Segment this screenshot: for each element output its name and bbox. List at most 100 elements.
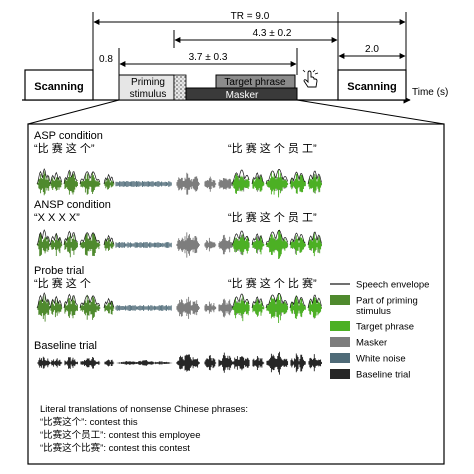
masker-waveform [176,296,200,319]
priming-waveform [37,294,51,322]
white-noise-segment [173,74,187,101]
pointing-hand-icon [302,69,319,88]
speech-envelope-line [231,169,250,185]
priming-label-line2: stimulus [130,89,167,100]
target-text: “比 赛 这 个 员 工” [228,141,317,155]
target-waveform [290,295,306,319]
priming-waveform [50,177,63,191]
speech-envelope-line [307,170,322,185]
condition-title: ASP condition [34,130,103,142]
speech-envelope-line [307,294,322,309]
speech-envelope-line [103,234,115,246]
speech-envelope-line [289,171,306,185]
speech-envelope-line [251,233,264,246]
translation-line: “比赛这个员工”: contest this employee [40,429,201,441]
baseline-waveform [104,359,115,367]
translations-block: Literal translations of nonsense Chinese… [40,404,248,454]
speech-envelope-line [49,232,63,246]
masker-waveform [204,176,217,192]
legend-label: Masker [356,338,387,349]
translation-line: “比赛这个”: contest this [40,416,138,428]
speech-envelope-line [103,297,115,309]
priming-label-line1: Priming [131,77,165,88]
scanning-block-right [337,69,407,101]
prime-text: “X X X X” [34,212,80,224]
target-text: “比 赛 这 个 比 赛” [228,276,317,290]
target-waveform [308,297,322,318]
legend-swatch [330,353,350,363]
legend-label: Baseline trial [356,370,410,381]
speech-envelope-line [36,292,50,309]
baseline-waveform [50,358,63,368]
priming-waveform [64,171,78,195]
priming-waveform [37,232,51,257]
priming-waveform [80,172,101,195]
speech-envelope-line [231,230,250,246]
speech-envelope-line [265,169,288,185]
zoom-line-left [27,99,120,125]
duration-08-label: 0.8 [99,54,113,65]
waveform-row [36,168,322,198]
speech-envelope-line [265,230,288,246]
legend-swatch [330,321,350,331]
speech-envelope-line [63,169,78,185]
baseline-waveform [204,355,217,371]
target-waveform [252,298,265,317]
speech-envelope-line [79,232,101,246]
baseline-waveform [176,354,200,372]
target-waveform [290,172,306,194]
translation-line: “比赛这个比赛”: contest this contest [40,442,190,454]
masker-box [185,87,298,101]
speech-envelope-line [307,231,322,246]
duration-43-label: 4.3 ± 0.2 [253,28,292,39]
translations-heading: Literal translations of nonsense Chinese… [40,404,248,415]
masker-label: Masker [226,90,259,101]
timeline-diagram: Time (s) Scanning Scanning TR = 9.0 4.3 … [22,11,448,125]
condition-title: ANSP condition [34,199,111,211]
priming-waveform [50,299,63,318]
target-waveform [232,234,250,256]
priming-waveform [80,294,101,320]
baseline-waveform [290,353,306,373]
baseline-waveform [266,351,289,375]
condition-probe: Probe trial “比 赛 这 个 “比 赛 这 个 比 赛” [34,265,322,323]
speech-envelope-line [36,168,50,185]
legend-label: Part of priming [356,296,418,307]
masker-waveform [176,172,200,195]
priming-waveform [104,301,115,315]
priming-waveform [104,238,115,251]
target-waveform [232,174,250,194]
speech-envelope-line [63,293,78,309]
priming-waveform [50,233,63,256]
speech-envelope-line [79,171,101,185]
target-waveform [266,229,289,259]
prime-text: “比 赛 这 个 [34,276,91,290]
masker-waveform [204,237,217,252]
target-text: “比 赛 这 个 员 工” [228,210,317,224]
target-phrase-label: Target phrase [224,77,286,88]
priming-waveform [64,296,78,319]
target-waveform [252,175,265,192]
priming-waveform [104,178,115,190]
target-waveform [308,174,322,194]
condition-ansp: ANSP condition “X X X X” “比 赛 这 个 员 工” [34,199,322,259]
legend-label: Target phrase [356,322,414,333]
duration-20-label: 2.0 [365,44,379,55]
waveform-row [36,292,322,323]
target-waveform [252,235,265,255]
legend-label-line2: stimulus [356,306,391,317]
priming-waveform [37,171,51,196]
speech-envelope-line [63,230,78,246]
tr-label: TR = 9.0 [231,11,270,22]
masker-waveform [204,301,217,314]
condition-title: Probe trial [34,265,84,277]
target-waveform [308,232,322,257]
target-waveform [266,170,289,198]
target-waveform [266,293,289,323]
baseline-waveform [252,356,265,370]
legend-swatch [330,337,350,347]
baseline-waveform [232,356,250,371]
priming-waveform [80,233,101,256]
white-noise-waveform [115,242,172,248]
